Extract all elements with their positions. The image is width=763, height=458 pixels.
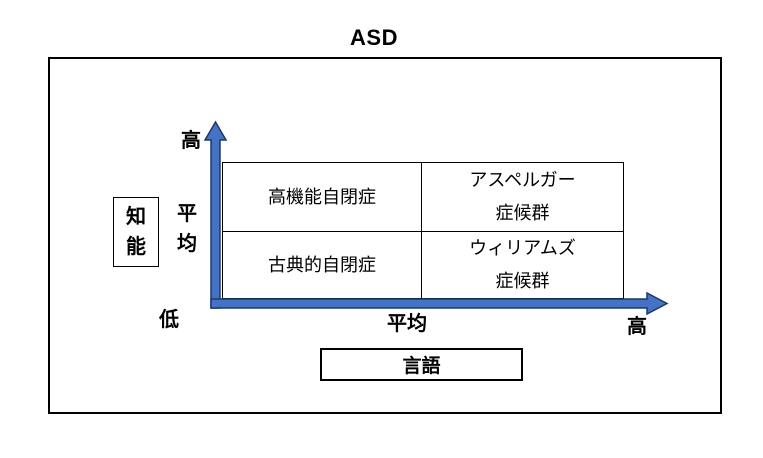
y-axis-label-char1: 知: [126, 206, 146, 228]
x-axis-tick-high: 高: [627, 316, 647, 338]
y-axis-tick-average-char2: 均: [177, 233, 197, 255]
y-axis-tick-average-char1: 平: [177, 203, 197, 225]
x-axis-tick-average: 平均: [387, 313, 427, 335]
x-axis-label: 言語: [402, 356, 441, 377]
quadrant-bottom-right-label-line1: ウィリアムズ: [469, 238, 576, 258]
y-axis-label-box: 知 能: [113, 197, 159, 267]
quadrant-top-left-label: 高機能自閉症: [268, 186, 376, 207]
quadrant-table: 高機能自閉症 アスペルガー 症候群 古典的自閉症 ウィリアムズ 症候群: [222, 162, 624, 299]
quadrant-top-right-label-line1: アスペルガー: [469, 170, 576, 190]
quadrant-top-left: 高機能自閉症: [223, 163, 422, 232]
diagram-title: ASD: [350, 25, 398, 50]
quadrant-top-right-label-line2: 症候群: [495, 203, 550, 223]
quadrant-bottom-left: 古典的自閉症: [223, 232, 422, 298]
quadrant-bottom-right: ウィリアムズ 症候群: [422, 232, 623, 298]
quadrant-bottom-right-label-line2: 症候群: [495, 271, 550, 291]
y-axis-tick-low: 低: [159, 309, 179, 331]
y-axis-tick-high: 高: [181, 130, 201, 152]
quadrant-top-right: アスペルガー 症候群: [422, 163, 623, 232]
y-axis-tick-average: 平 均: [171, 199, 203, 259]
x-axis-label-box: 言語: [320, 348, 523, 381]
y-axis-label-char2: 能: [126, 236, 146, 258]
quadrant-bottom-left-label: 古典的自閉症: [268, 254, 376, 275]
